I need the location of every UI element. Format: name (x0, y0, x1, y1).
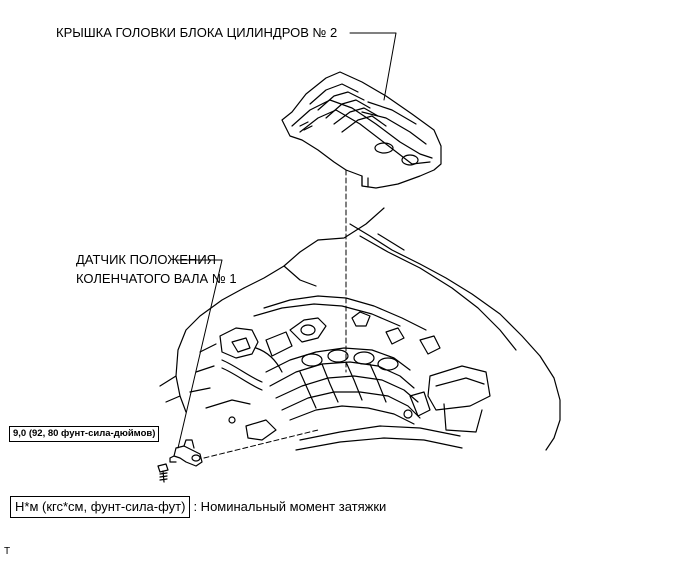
sensor-label-line1: ДАТЧИК ПОЛОЖЕНИЯ (76, 252, 217, 267)
sensor-leader-line (175, 259, 223, 449)
legend-description: : Номинальный момент затяжки (193, 499, 387, 514)
leader-lines (175, 32, 397, 449)
engine-bay (159, 207, 561, 451)
cylinder-head-cover (281, 71, 442, 189)
assembly-dashed-lines (203, 169, 347, 459)
sensor-label-line2: КОЛЕНЧАТОГО ВАЛА № 1 (76, 271, 237, 286)
page-id: T (4, 546, 11, 557)
crankshaft-position-sensor (169, 439, 203, 467)
torque-spec-box: 9,0 (92, 80 фунт-сила-дюймов) (9, 426, 160, 442)
sensor-bolt (157, 463, 169, 483)
sensor-assembly-line (203, 429, 319, 459)
legend-units-box: Н*м (кгс*см, фунт-сила-фут) (10, 496, 191, 518)
cover-leader-line (349, 32, 397, 101)
legend: Н*м (кгс*см, фунт-сила-фут) : Номинальны… (10, 496, 386, 518)
cover-label: КРЫШКА ГОЛОВКИ БЛОКА ЦИЛИНДРОВ № 2 (56, 25, 338, 40)
